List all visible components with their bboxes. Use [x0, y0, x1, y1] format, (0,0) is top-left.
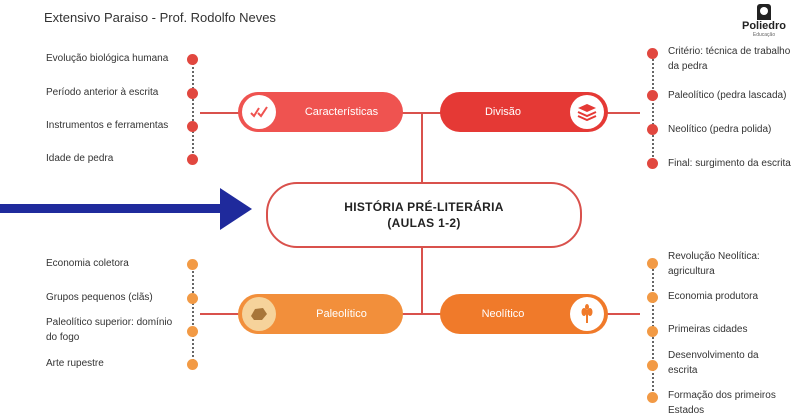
- check-marks-icon: [242, 95, 276, 129]
- pointer-arrow-shaft: [0, 204, 222, 213]
- paleolitico-item: Arte rupestre: [46, 358, 104, 369]
- neolitico-item: Formação dos primeiros Estados: [668, 390, 776, 416]
- neolitico-dot: [647, 258, 658, 269]
- paleolitico-item: Grupos pequenos (clãs): [46, 292, 153, 303]
- divisao-dot: [647, 48, 658, 59]
- neolitico-dot: [647, 360, 658, 371]
- dots-line-caracteristicas: [192, 60, 194, 160]
- branch-caracteristicas-label: Características: [304, 106, 379, 118]
- neolitico-item: Desenvolvimento da escrita: [668, 350, 759, 376]
- caracteristicas-item: Instrumentos e ferramentas: [46, 120, 169, 131]
- branch-paleolitico-label: Paleolítico: [316, 308, 367, 320]
- dots-line-divisao: [652, 52, 654, 164]
- divisao-item: Final: surgimento da escrita: [668, 158, 791, 169]
- neolitico-item: Revolução Neolítica: agricultura: [668, 251, 760, 277]
- connector-top: [421, 112, 423, 184]
- neolitico-dot: [647, 292, 658, 303]
- connector-bottom-horizontal: [200, 313, 640, 315]
- dots-line-paleolitico: [192, 264, 194, 364]
- branch-paleolitico[interactable]: Paleolítico: [238, 294, 403, 334]
- branch-neolitico-label: Neolítico: [481, 308, 525, 320]
- caracteristicas-dot: [187, 121, 198, 132]
- branch-caracteristicas[interactable]: Características: [238, 92, 403, 132]
- paleolitico-item: Paleolítico superior: domínio do fogo: [46, 317, 173, 343]
- caracteristicas-dot: [187, 154, 198, 165]
- poliedro-logo: Poliedro Educação: [734, 4, 794, 38]
- neolitico-dot: [647, 326, 658, 337]
- branch-neolitico[interactable]: Neolítico: [440, 294, 608, 334]
- connector-bottom: [421, 244, 423, 314]
- wheat-icon: [570, 297, 604, 331]
- caracteristicas-item: Período anterior à escrita: [46, 87, 159, 98]
- divisao-item: Critério: técnica de trabalho da pedra: [668, 46, 791, 72]
- caracteristicas-item: Evolução biológica humana: [46, 53, 169, 64]
- logo-sub: Educação: [752, 32, 776, 38]
- paleolitico-dot: [187, 359, 198, 370]
- divisao-item: Paleolítico (pedra lascada): [668, 90, 787, 101]
- paleolitico-item: Economia coletora: [46, 258, 129, 269]
- stone-icon: [242, 297, 276, 331]
- layers-icon: [570, 95, 604, 129]
- poliedro-logo-icon: [757, 4, 771, 20]
- neolitico-item: Primeiras cidades: [668, 324, 748, 335]
- neolitico-dot: [647, 392, 658, 403]
- caracteristicas-dot: [187, 88, 198, 99]
- central-topic-subtitle: (AULAS 1-2): [387, 216, 461, 230]
- pointer-arrow-icon: [220, 188, 252, 230]
- divisao-dot: [647, 158, 658, 169]
- paleolitico-dot: [187, 326, 198, 337]
- divisao-dot: [647, 90, 658, 101]
- branch-divisao[interactable]: Divisão: [440, 92, 608, 132]
- divisao-item: Neolítico (pedra polida): [668, 124, 772, 135]
- branch-divisao-label: Divisão: [484, 106, 522, 118]
- central-topic-title: HISTÓRIA PRÉ-LITERÁRIA: [344, 200, 504, 214]
- caracteristicas-dot: [187, 54, 198, 65]
- logo-name: Poliedro: [741, 20, 786, 32]
- central-topic: HISTÓRIA PRÉ-LITERÁRIA (AULAS 1-2): [266, 182, 582, 248]
- page-header: Extensivo Paraiso - Prof. Rodolfo Neves: [44, 10, 276, 25]
- caracteristicas-item: Idade de pedra: [46, 153, 114, 164]
- connector-top-horizontal: [200, 112, 640, 114]
- divisao-dot: [647, 124, 658, 135]
- paleolitico-dot: [187, 259, 198, 270]
- neolitico-item: Economia produtora: [668, 291, 759, 302]
- paleolitico-dot: [187, 293, 198, 304]
